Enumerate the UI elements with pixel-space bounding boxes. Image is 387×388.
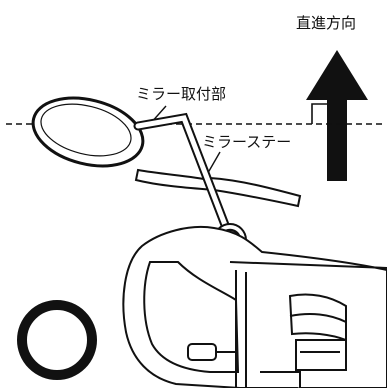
up-arrow-icon [306,50,368,181]
mirror-stay-label: ミラーステー [202,133,291,151]
right-angle-icon [311,103,327,124]
direction-label: 直進方向 [296,14,356,32]
cable-clip [187,343,236,361]
mirror-mount-label: ミラー取付部 [136,85,226,103]
mirror [31,96,145,168]
circle-ok-icon [17,300,97,380]
handle-housing [122,226,387,388]
mirror-stay [133,112,235,243]
